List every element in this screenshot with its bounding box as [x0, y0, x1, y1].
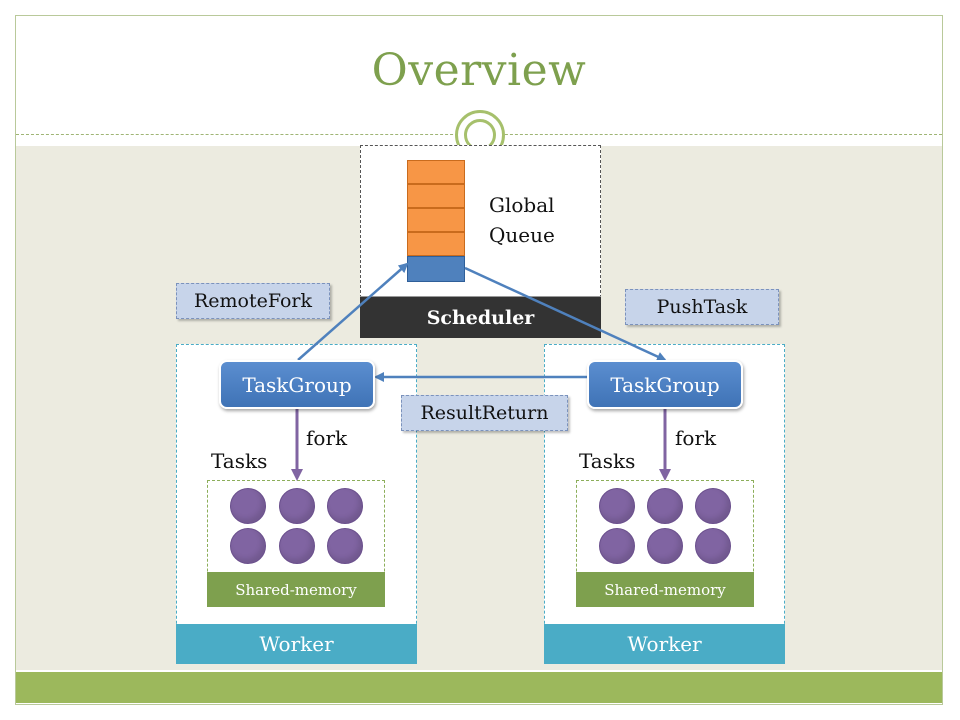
queue-item — [407, 184, 465, 208]
global-queue-label: Global Queue — [489, 190, 555, 250]
fork-label-left: fork — [306, 426, 348, 450]
task-dot — [647, 488, 683, 524]
queue-item — [407, 232, 465, 256]
remote-fork-arrow — [297, 262, 409, 361]
shared-memory-label-right: Shared-memory — [576, 572, 754, 607]
tasks-label-left: Tasks — [211, 449, 268, 473]
task-dot — [695, 488, 731, 524]
worker-label-right: Worker — [544, 624, 785, 664]
slide-title: Overview — [371, 45, 587, 96]
scheduler-label: Scheduler — [360, 296, 601, 338]
queue-item — [407, 160, 465, 184]
task-dot — [327, 488, 363, 524]
queue-item — [407, 208, 465, 232]
global-queue-label-line2: Queue — [489, 223, 555, 247]
push-task-arrow — [464, 266, 667, 362]
fork-label-right: fork — [675, 426, 717, 450]
shared-memory-label-left: Shared-memory — [207, 572, 385, 607]
task-dot — [599, 528, 635, 564]
task-dot — [327, 528, 363, 564]
push-task-label: PushTask — [625, 289, 779, 325]
slide-frame — [15, 15, 943, 705]
global-queue-label-line1: Global — [489, 193, 555, 217]
task-dot — [695, 528, 731, 564]
task-dot — [599, 488, 635, 524]
task-dot — [647, 528, 683, 564]
task-dot — [230, 488, 266, 524]
worker-label-left: Worker — [176, 624, 417, 664]
result-return-label: ResultReturn — [401, 395, 568, 431]
task-dot — [279, 488, 315, 524]
remote-fork-label: RemoteFork — [176, 283, 330, 319]
taskgroup-node-left: TaskGroup — [219, 360, 375, 409]
task-dot — [279, 528, 315, 564]
task-dot — [230, 528, 266, 564]
tasks-label-right: Tasks — [579, 449, 636, 473]
taskgroup-node-right: TaskGroup — [587, 360, 743, 409]
bottom-band — [16, 672, 942, 703]
